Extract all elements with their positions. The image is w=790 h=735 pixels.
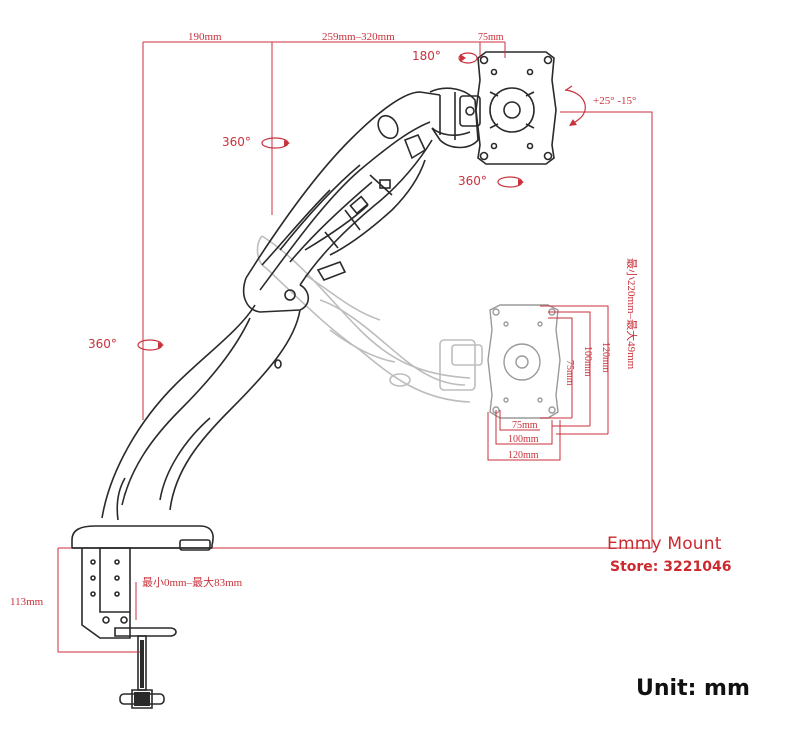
main-arm — [101, 87, 481, 521]
dim-vesa-h-75: 75mm — [564, 360, 575, 386]
rotate-arrow-heads — [158, 54, 524, 349]
store-id: Store: 3221046 — [610, 559, 732, 575]
desk-clamp — [71, 525, 214, 709]
dim-vesa-top: 75mm — [478, 32, 504, 43]
dim-arm-reach-1: 190mm — [188, 31, 222, 43]
rotate-mid-label: 360° — [222, 135, 251, 149]
brand-name: Emmy Mount — [607, 534, 722, 554]
rotate-head-label: 360° — [458, 174, 487, 188]
unit-label: Unit: mm — [636, 676, 750, 701]
dim-vesa-w-75: 75mm — [512, 420, 538, 431]
vesa-plate — [475, 51, 557, 165]
ghost-vesa-plate — [487, 304, 561, 419]
dim-arm-reach-2: 259mm–320mm — [322, 31, 395, 43]
dim-vesa-w-120: 120mm — [508, 450, 539, 461]
tilt-label: +25° -15° — [593, 95, 637, 107]
clamp-shade — [134, 640, 150, 706]
swivel-top-label: 180° — [412, 49, 441, 63]
dim-clamp-range: 最小0mm–最大83mm — [142, 577, 243, 589]
dimension-lines — [57, 41, 653, 653]
ghost-arm — [256, 235, 483, 403]
dim-vesa-h-100: 100mm — [582, 346, 593, 377]
dim-height-range: 最小220mm–最大49mm — [625, 258, 637, 370]
rotate-base-label: 360° — [88, 337, 117, 351]
dim-vesa-w-100: 100mm — [508, 434, 539, 445]
dim-vesa-h-120: 120mm — [600, 342, 611, 373]
dim-clamp-height: 113mm — [10, 596, 44, 608]
